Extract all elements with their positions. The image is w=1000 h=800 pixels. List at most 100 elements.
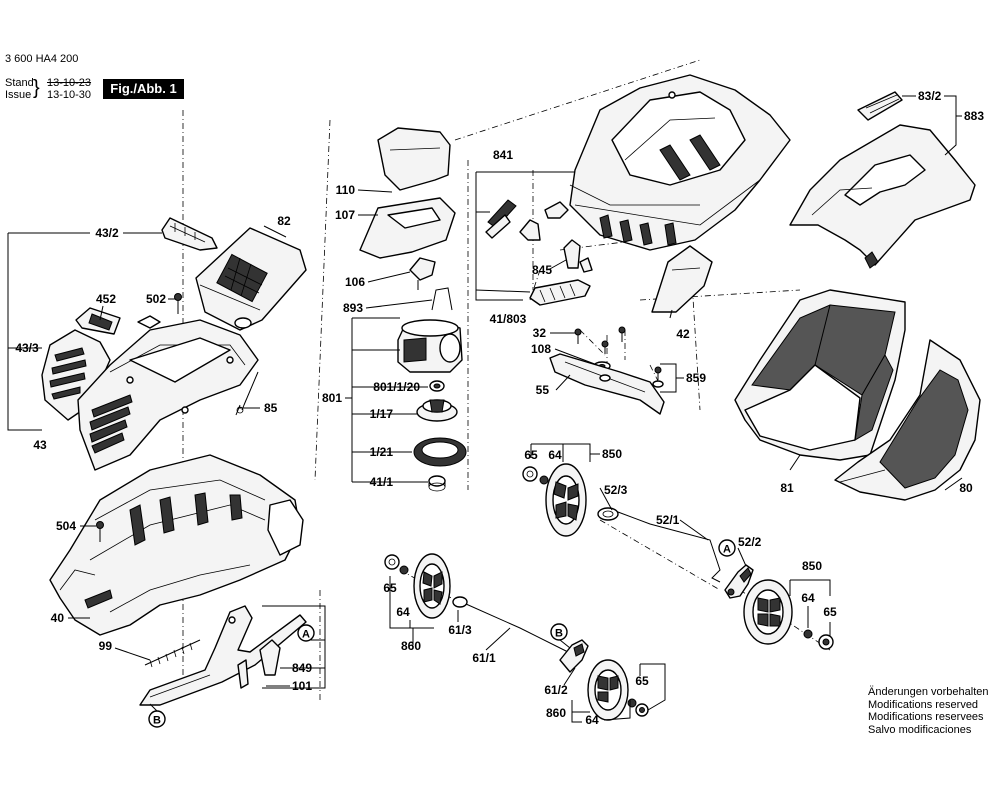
part-motor bbox=[397, 319, 463, 373]
part-80-grassbox-side bbox=[834, 339, 981, 501]
notice-line: Modifications reserved bbox=[868, 698, 979, 711]
part-61-1-axle bbox=[465, 603, 569, 653]
label-850-a: 850 bbox=[602, 447, 622, 461]
modifications-notice: Änderungen vorbehalten Modifications res… bbox=[868, 686, 988, 736]
label-61-1: 61/1 bbox=[472, 651, 496, 665]
label-64-b: 64 bbox=[801, 591, 815, 605]
part-wheel-front-left bbox=[545, 463, 587, 537]
notice-line: Änderungen vorbehalten bbox=[868, 686, 989, 698]
part-41-803-comb bbox=[529, 279, 591, 306]
label-64-d: 64 bbox=[585, 713, 599, 727]
label-65-d: 65 bbox=[635, 674, 649, 688]
part-893-clip bbox=[431, 287, 453, 311]
notice-line: Salvo modificaciones bbox=[868, 723, 972, 736]
part-1-21-belt bbox=[413, 437, 467, 467]
part-64-cap-b bbox=[803, 629, 813, 639]
callout-b-handle: B bbox=[148, 710, 166, 728]
part-43-2-grip bbox=[161, 217, 218, 251]
svg-text:A: A bbox=[302, 629, 310, 641]
part-65-clip-d bbox=[635, 703, 649, 717]
label-860-b: 860 bbox=[546, 706, 566, 720]
label-43-2: 43/2 bbox=[95, 226, 119, 240]
label-845: 845 bbox=[532, 263, 552, 277]
part-801-1-20-bearing bbox=[429, 380, 445, 392]
part-52-1-axle bbox=[617, 511, 721, 583]
part-106-bracket bbox=[409, 257, 436, 290]
label-80: 80 bbox=[959, 481, 973, 495]
label-52-2: 52/2 bbox=[738, 535, 762, 549]
part-wheel-rear-right bbox=[743, 579, 793, 645]
notice-line: Modifications reservees bbox=[868, 711, 984, 723]
issue-date: 13-10-30 bbox=[47, 89, 92, 101]
label-108: 108 bbox=[531, 342, 551, 356]
label-883: 883 bbox=[964, 109, 984, 123]
part-101-clip bbox=[237, 639, 281, 689]
part-64-cap-c bbox=[399, 565, 409, 575]
part-845-clips bbox=[563, 239, 593, 273]
label-65-a: 65 bbox=[524, 448, 538, 462]
label-61-3: 61/3 bbox=[448, 623, 472, 637]
label-502: 502 bbox=[146, 292, 166, 306]
label-850-b: 850 bbox=[802, 559, 822, 573]
part-43-upper-housing bbox=[77, 319, 259, 471]
part-55-blade bbox=[549, 353, 665, 415]
callout-a-axle: A bbox=[718, 539, 736, 557]
label-61-2: 61/2 bbox=[544, 683, 568, 697]
label-859: 859 bbox=[686, 371, 706, 385]
callout-b-axle: B bbox=[550, 623, 568, 641]
label-893: 893 bbox=[343, 301, 363, 315]
label-860-a: 860 bbox=[401, 639, 421, 653]
label-82: 82 bbox=[277, 214, 291, 228]
label-65-c: 65 bbox=[383, 581, 397, 595]
part-83-2-handle-grip bbox=[857, 91, 903, 121]
part-61-3-bush bbox=[452, 596, 468, 608]
label-1-17: 1/17 bbox=[370, 407, 394, 421]
part-deck bbox=[569, 74, 791, 251]
label-83-2: 83/2 bbox=[918, 89, 942, 103]
label-101: 101 bbox=[292, 679, 312, 693]
label-41-1: 41/1 bbox=[370, 475, 394, 489]
label-1-21: 1/21 bbox=[370, 445, 394, 459]
part-110-cover bbox=[377, 127, 451, 191]
part-452-cap bbox=[75, 307, 121, 335]
part-wheel-front-right bbox=[413, 553, 451, 619]
part-502-screw bbox=[174, 293, 182, 314]
part-32-screws bbox=[574, 326, 626, 354]
label-52-1: 52/1 bbox=[656, 513, 680, 527]
part-52-2-lever bbox=[724, 564, 754, 599]
stand-label: Stand bbox=[5, 77, 34, 89]
label-41-803: 41/803 bbox=[490, 312, 527, 326]
part-883-grassbox-lid bbox=[789, 124, 976, 269]
label-110: 110 bbox=[336, 183, 356, 197]
part-65-clip-a bbox=[522, 466, 538, 482]
label-65-b: 65 bbox=[823, 605, 837, 619]
part-42-flap bbox=[651, 245, 713, 313]
part-82-switch-cover bbox=[195, 227, 307, 331]
part-64-cap-d bbox=[627, 698, 637, 708]
part-65-clip-c bbox=[384, 554, 400, 570]
label-99: 99 bbox=[99, 639, 113, 653]
part-64-cap-a bbox=[539, 475, 549, 485]
label-42: 42 bbox=[676, 327, 690, 341]
label-32: 32 bbox=[533, 326, 547, 340]
part-61-2-lever bbox=[559, 639, 589, 673]
label-43: 43 bbox=[33, 438, 47, 452]
label-40: 40 bbox=[51, 611, 65, 625]
label-43-3: 43/3 bbox=[15, 341, 39, 355]
label-85: 85 bbox=[264, 401, 278, 415]
label-64-c: 64 bbox=[396, 605, 410, 619]
label-64-a: 64 bbox=[548, 448, 562, 462]
label-106: 106 bbox=[345, 275, 365, 289]
label-841: 841 bbox=[493, 148, 513, 162]
part-99-spring bbox=[144, 639, 201, 668]
part-wheel-rear-left bbox=[587, 659, 629, 721]
part-849-handle-bracket bbox=[139, 605, 307, 706]
leader-lines bbox=[7, 95, 963, 723]
brace: } bbox=[33, 77, 40, 99]
figure-badge: Fig./Abb. 1 bbox=[103, 79, 184, 99]
svg-text:B: B bbox=[555, 628, 563, 640]
document-number: 3 600 HA4 200 bbox=[5, 53, 79, 65]
part-504-screw bbox=[96, 521, 104, 542]
